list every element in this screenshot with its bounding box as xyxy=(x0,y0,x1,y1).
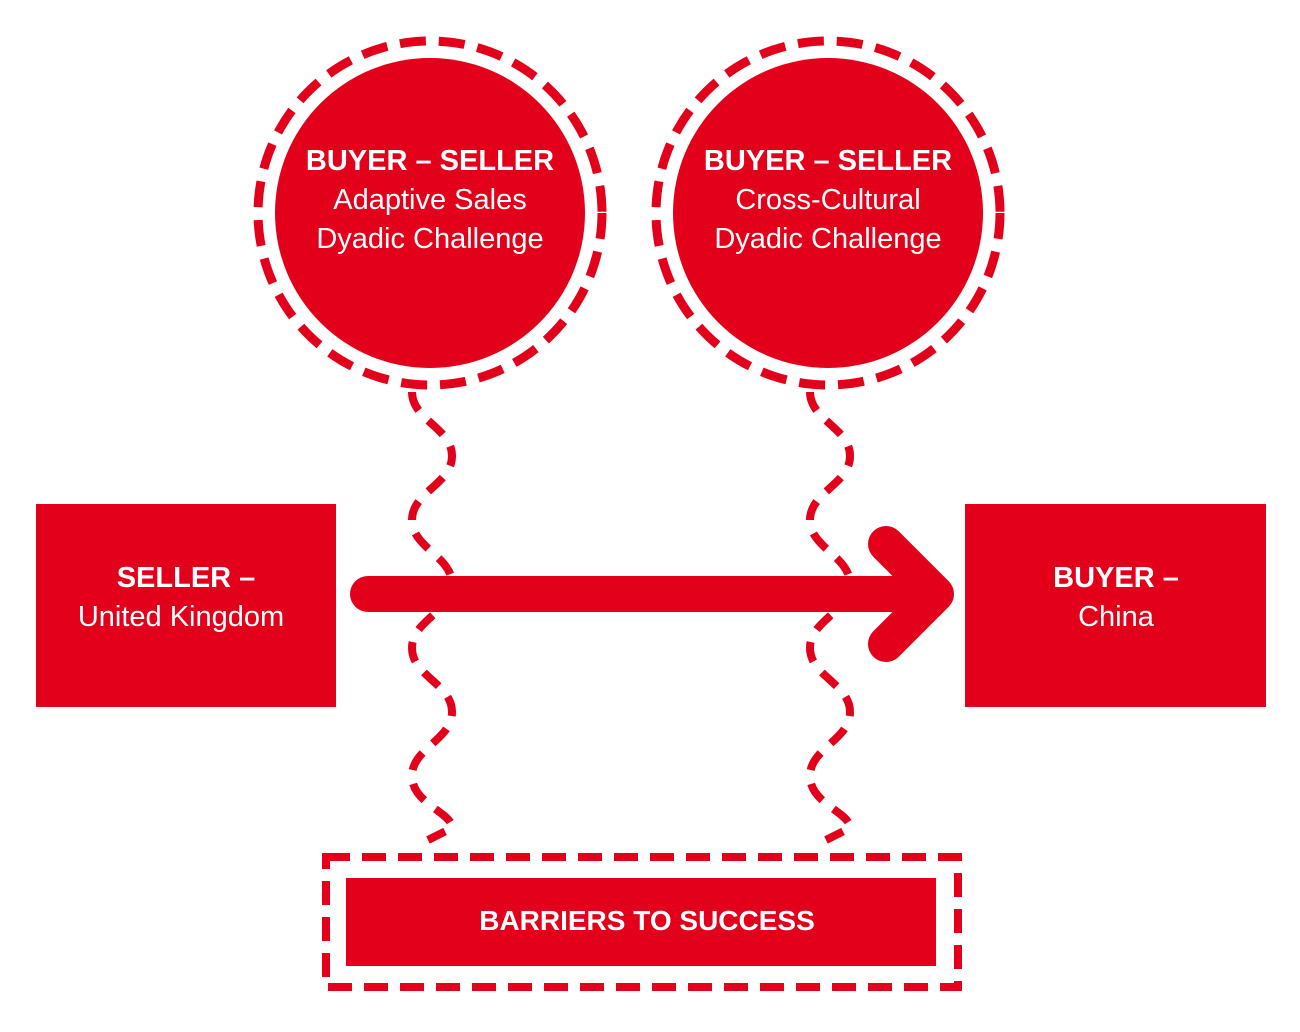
circle-cross-cultural-line2: Dyadic Challenge xyxy=(714,223,942,255)
barriers-label: BARRIERS TO SUCCESS xyxy=(479,905,815,936)
arrow-head xyxy=(868,526,954,662)
circle-cross-cultural-title: BUYER – SELLER xyxy=(703,145,953,177)
seller-title: SELLER – xyxy=(116,562,256,594)
barriers-outline xyxy=(322,853,962,991)
circle-adaptive-sales-line1: Adaptive Sales xyxy=(333,184,527,216)
barriers-box xyxy=(346,878,936,966)
buyer-title: BUYER – xyxy=(1053,562,1179,594)
circle-adaptive-sales-title: BUYER – SELLER xyxy=(305,145,555,177)
seller-subtitle: United Kingdom xyxy=(77,601,285,633)
circle-adaptive-sales-line2: Dyadic Challenge xyxy=(316,223,544,255)
circle-adaptive-sales-outline xyxy=(253,36,607,390)
circle-cross-cultural-fill xyxy=(673,58,983,368)
wavy-connector-left xyxy=(407,391,457,844)
buyer-subtitle: China xyxy=(1078,601,1154,633)
circle-cross-cultural-line1: Cross-Cultural xyxy=(735,184,921,216)
seller-box xyxy=(36,504,336,707)
circle-adaptive-sales-fill xyxy=(275,58,585,368)
buyer-box xyxy=(965,504,1266,707)
circle-cross-cultural-outline xyxy=(651,36,1005,390)
wavy-connector-right xyxy=(805,391,855,844)
